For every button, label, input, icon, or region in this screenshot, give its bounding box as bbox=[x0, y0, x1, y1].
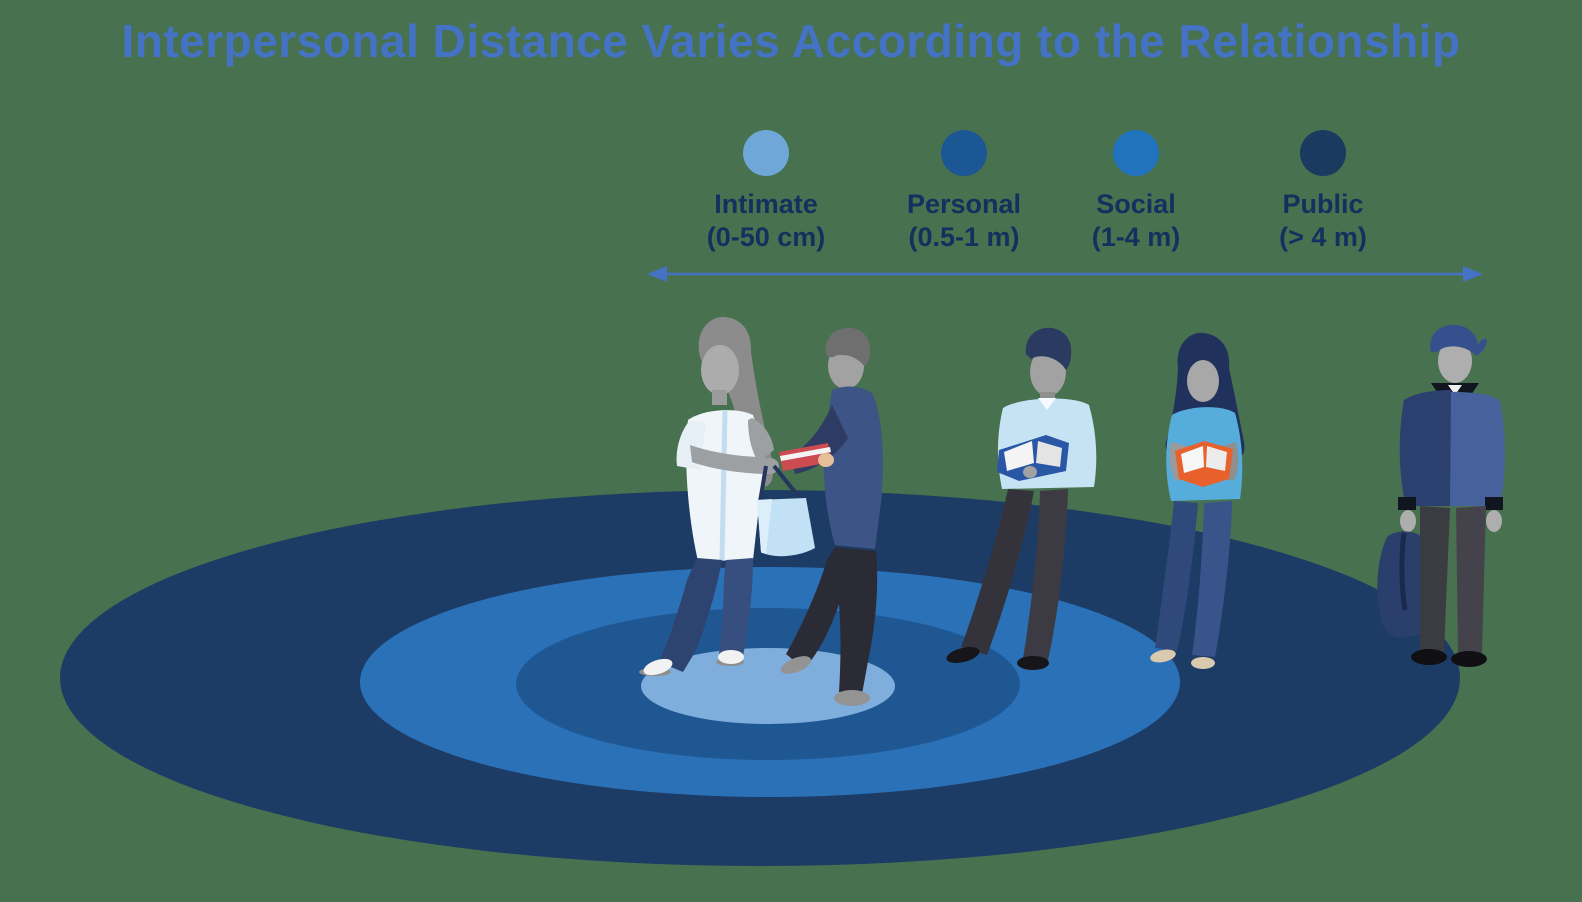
person-man-giving-gift bbox=[779, 327, 883, 706]
legend-label-personal: Personal bbox=[906, 189, 1022, 219]
legend-item-personal: Personal (0.5-1 m) bbox=[854, 130, 1074, 254]
legend-label-intimate: Intimate bbox=[714, 189, 818, 219]
distance-range-arrow-icon bbox=[647, 266, 1483, 282]
backpack bbox=[1377, 531, 1433, 638]
gift-box bbox=[779, 443, 832, 471]
legend-item-social: Social (1-4 m) bbox=[1026, 130, 1246, 254]
personal-dot-icon bbox=[941, 130, 987, 176]
open-book-orange bbox=[1175, 441, 1233, 487]
legend-range-personal: (0.5-1 m) bbox=[908, 222, 1020, 252]
shopping-bag bbox=[757, 464, 815, 557]
intimate-dot-icon bbox=[743, 130, 789, 176]
legend-range-social: (1-4 m) bbox=[1091, 222, 1181, 252]
open-book-blue bbox=[997, 435, 1069, 481]
legend-label-social: Social bbox=[1096, 189, 1176, 219]
legend-range-intimate: (0-50 cm) bbox=[706, 222, 826, 252]
legend-label-public: Public bbox=[1282, 189, 1364, 219]
social-dot-icon bbox=[1113, 130, 1159, 176]
person-man-reading-book bbox=[946, 327, 1097, 670]
person-woman-holding-book bbox=[1150, 332, 1245, 669]
legend-range-public: (> 4 m) bbox=[1279, 222, 1367, 252]
public-dot-icon bbox=[1300, 130, 1346, 176]
person-woman-with-shopping-bag bbox=[639, 316, 815, 676]
zone-intimate-ellipse bbox=[641, 648, 895, 724]
legend-item-intimate: Intimate (0-50 cm) bbox=[656, 130, 876, 254]
legend-item-public: Public (> 4 m) bbox=[1213, 130, 1433, 254]
person-man-with-backpack bbox=[1377, 324, 1505, 667]
page-title: Interpersonal Distance Varies According … bbox=[121, 15, 1461, 67]
